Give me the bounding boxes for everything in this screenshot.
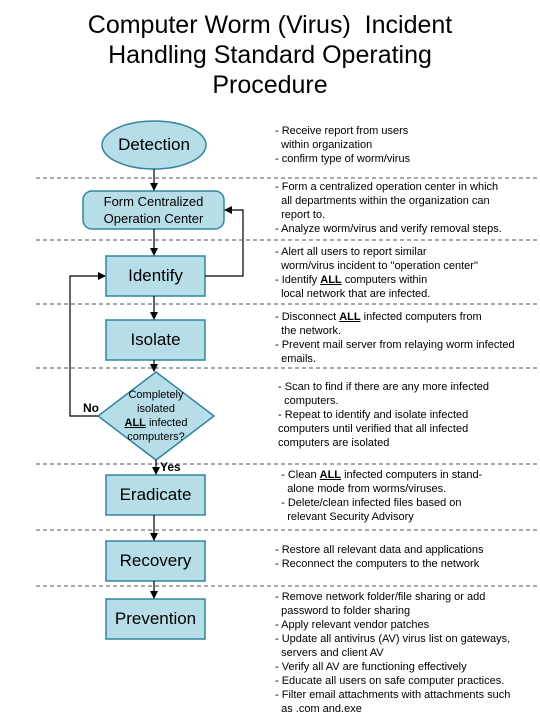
identify-node: [105, 255, 206, 297]
isolate-description: - Disconnect ALL infected computers from…: [275, 310, 540, 366]
detection-label: Detection: [118, 135, 190, 154]
identify-description: - Alert all users to report similar worm…: [275, 245, 540, 301]
prevention-description: - Remove network folder/file sharing or …: [275, 590, 540, 716]
centralized-description: - Form a centralized operation center in…: [275, 180, 540, 236]
isolate-label: Isolate: [130, 330, 181, 349]
description-line: - Disconnect ALL infected computers from: [275, 311, 482, 323]
description-line: - Prevent mail server from relaying worm…: [275, 339, 515, 351]
title-line: Computer Worm (Virus) Incident: [87, 11, 453, 39]
decision-label-line: isolated: [137, 403, 175, 415]
decision-label: Completely isolated ALL infected compute…: [106, 385, 206, 447]
decision-label-line: Completely: [128, 389, 184, 401]
title-line: Handling Standard Operating: [108, 41, 432, 69]
identify-label: Identify: [128, 266, 183, 285]
description-line: - Update all antivirus (AV) virus list o…: [275, 633, 511, 645]
branch-yes-label: Yes: [160, 460, 181, 474]
title-line: Procedure: [212, 71, 328, 99]
description-line: the network.: [275, 325, 342, 337]
description-line: - Repeat to identify and isolate infecte…: [275, 409, 469, 421]
description-line: - Educate all users on safe computer pra…: [275, 675, 505, 687]
description-line: as .com and.exe: [275, 703, 362, 715]
section-separators: [36, 177, 540, 587]
description-line: - Remove network folder/file sharing or …: [275, 591, 486, 603]
description-line: within organization: [275, 139, 373, 151]
description-line: - Clean ALL infected computers in stand-: [275, 469, 483, 481]
description-line: - Form a centralized operation center in…: [275, 181, 499, 193]
description-line: - Verify all AV are functioning effectiv…: [275, 661, 467, 673]
detection-description: - Receive report from users within organ…: [275, 124, 540, 166]
description-line: - Identify ALL computers within: [275, 274, 428, 286]
recovery-description: - Restore all relevant data and applicat…: [275, 543, 540, 571]
eradicate-node: [105, 474, 206, 516]
recovery-label: Recovery: [119, 551, 192, 570]
description-line: - Reconnect the computers to the network: [275, 558, 480, 570]
prevention-node: [105, 598, 206, 640]
description-line: report to.: [275, 209, 326, 221]
eradicate-description: - Clean ALL infected computers in stand-…: [275, 468, 540, 524]
description-line: - Receive report from users: [275, 125, 409, 137]
decision-label-line: computers?: [127, 431, 185, 443]
description-line: - Analyze worm/virus and verify removal …: [275, 223, 502, 235]
page-title: Computer Worm (Virus) Incident Handling …: [0, 10, 540, 100]
prevention-label: Prevention: [114, 609, 197, 628]
description-line: worm/virus incident to "operation center…: [275, 260, 478, 272]
description-line: servers and client AV: [275, 647, 384, 659]
decision-label-line: ALL infected: [124, 417, 188, 429]
centralized-label: Form Centralized Operation Center: [83, 191, 224, 229]
description-line: computers are isolated: [275, 437, 390, 449]
description-line: - Scan to find if there are any more inf…: [275, 381, 490, 393]
description-line: password to folder sharing: [275, 605, 411, 617]
description-line: - Apply relevant vendor patches: [275, 619, 430, 631]
centralized-label-line: Form Centralized: [103, 194, 204, 209]
description-line: alone mode from worms/viruses.: [275, 483, 447, 495]
description-line: computers until verified that all infect…: [275, 423, 469, 435]
description-line: - Restore all relevant data and applicat…: [275, 544, 484, 556]
description-line: - Filter email attachments with attachme…: [275, 689, 511, 701]
description-line: computers.: [275, 395, 339, 407]
description-line: - confirm type of worm/virus: [275, 153, 411, 165]
loop-identify-to-center: [205, 206, 244, 277]
recovery-node: [105, 540, 206, 582]
description-line: - Alert all users to report similar: [275, 246, 427, 258]
decision-description: - Scan to find if there are any more inf…: [275, 380, 540, 450]
description-line: emails.: [275, 353, 316, 365]
branch-no-label: No: [83, 401, 99, 415]
description-line: relevant Security Advisory: [275, 511, 414, 523]
eradicate-label: Eradicate: [119, 485, 192, 504]
loop-decision-no-to-identify: [69, 272, 106, 417]
description-line: - Delete/clean infected files based on: [275, 497, 462, 509]
centralized-label-line: Operation Center: [103, 211, 204, 226]
description-line: all departments within the organization …: [275, 195, 490, 207]
description-line: local network that are infected.: [275, 288, 431, 300]
isolate-node: [105, 319, 206, 361]
